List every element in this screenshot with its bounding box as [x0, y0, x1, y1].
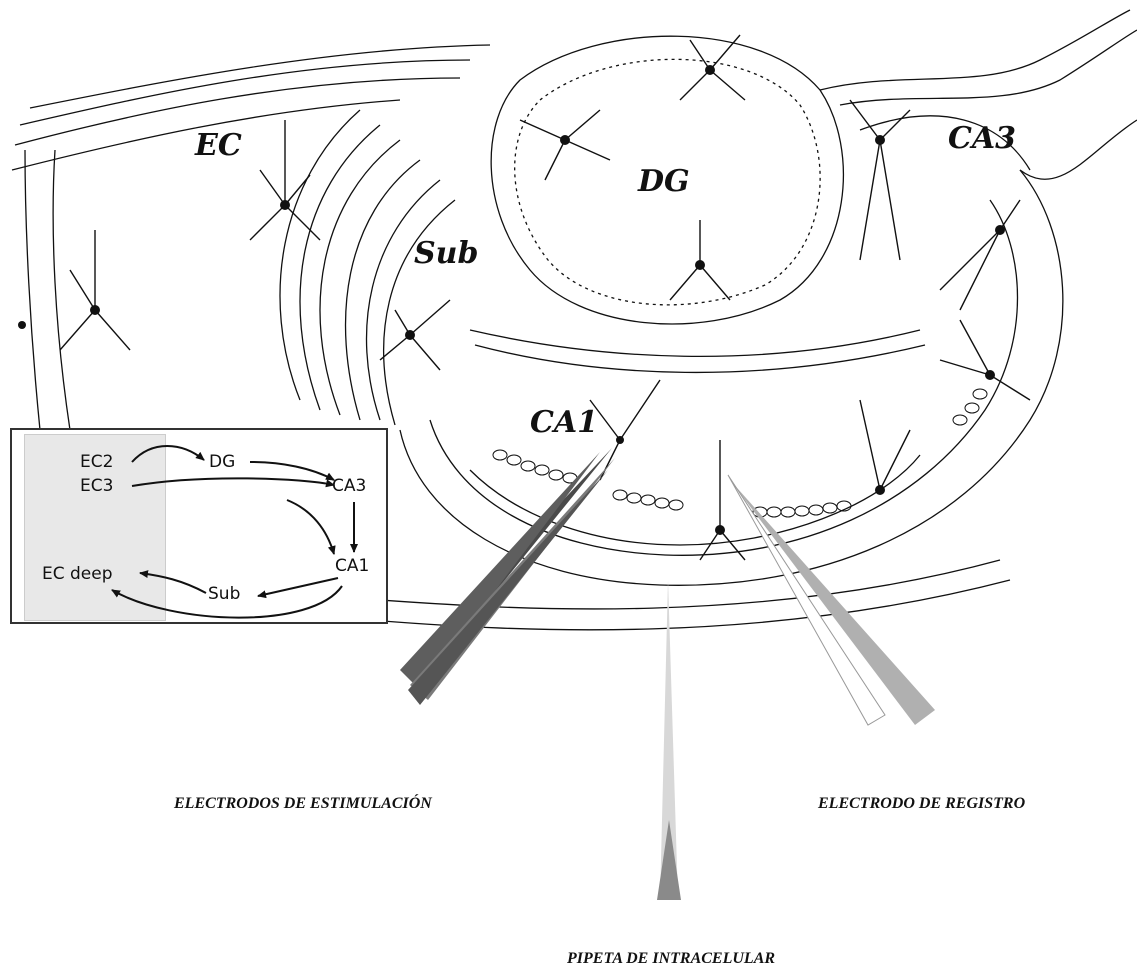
- caption-intracellular-pipette: PIPETA DE INTRACELULAR: [567, 950, 775, 968]
- label-ca1: CA1: [530, 405, 598, 440]
- caption-stimulation-electrodes: ELECTRODOS DE ESTIMULACIÓN: [174, 795, 432, 813]
- node-dg: DG: [209, 452, 235, 472]
- circuit-inset: EC2 EC3 DG CA3 CA1 Sub EC deep: [10, 428, 388, 624]
- node-ec-deep: EC deep: [42, 564, 113, 584]
- node-ca1: CA1: [335, 556, 369, 576]
- circuit-arrows: [12, 430, 388, 624]
- label-ca3: CA3: [948, 121, 1016, 156]
- label-sub: Sub: [414, 236, 478, 271]
- label-ec: EC: [194, 128, 242, 163]
- node-ca3: CA3: [332, 476, 366, 496]
- node-ec3: EC3: [80, 476, 113, 496]
- caption-recording-electrode: ELECTRODO DE REGISTRO: [818, 795, 1025, 813]
- ammon-horn-outline: [370, 10, 1137, 630]
- node-sub: Sub: [208, 584, 240, 604]
- node-ec2: EC2: [80, 452, 113, 472]
- label-dg: DG: [637, 164, 690, 199]
